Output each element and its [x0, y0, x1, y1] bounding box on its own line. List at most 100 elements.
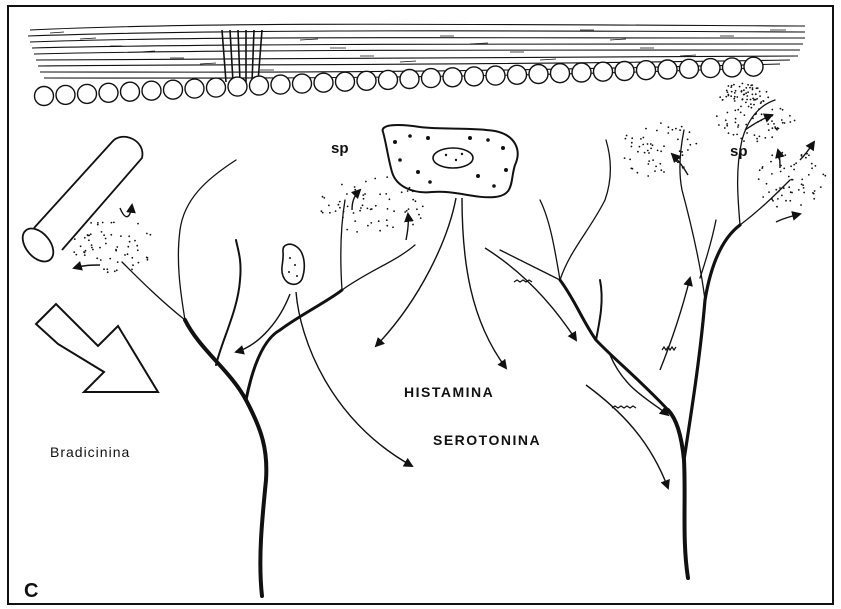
substance-dot [132, 264, 134, 266]
substance-dot [740, 112, 742, 114]
substance-dot [727, 91, 729, 93]
substance-dot [642, 144, 644, 146]
basal-cell [529, 65, 548, 84]
substance-dot [409, 187, 411, 189]
substance-dot [739, 86, 741, 88]
substance-dot [736, 96, 738, 98]
substance-dot [741, 99, 743, 101]
substance-dot [728, 132, 730, 134]
substance-dot [795, 162, 797, 164]
substance-dot [131, 257, 133, 259]
substance-dot [771, 136, 773, 138]
substance-dot [783, 168, 785, 170]
substance-dot [726, 125, 728, 127]
substance-dot [663, 171, 665, 173]
substance-dot [341, 184, 343, 186]
substance-dot [113, 222, 115, 224]
substance-dot [644, 152, 646, 154]
substance-dot [91, 244, 93, 246]
substance-dot [803, 187, 805, 189]
substance-dot [756, 87, 758, 89]
substance-dot [643, 137, 645, 139]
substance-dot [730, 86, 732, 88]
substance-dot [801, 179, 803, 181]
substance-dot [780, 171, 782, 173]
substance-dot [771, 109, 773, 111]
basal-cell [723, 58, 742, 77]
substance-dot [647, 150, 649, 152]
substance-dot [87, 234, 89, 236]
substance-dot [339, 201, 341, 203]
substance-dot [408, 208, 410, 210]
substance-dot [801, 154, 803, 156]
substance-dot [393, 210, 395, 212]
basal-cell [658, 60, 677, 79]
basal-cell [121, 82, 140, 101]
substance-dot [134, 240, 136, 242]
substance-dot [80, 245, 82, 247]
basal-cell [443, 68, 462, 87]
substance-dot [785, 200, 787, 202]
basal-cell [271, 75, 290, 94]
substance-dot [718, 124, 720, 126]
substance-dot [735, 90, 737, 92]
substance-dot [360, 207, 362, 209]
substance-dot [762, 196, 764, 198]
nerve-fiber-right [500, 100, 790, 578]
label-sp-left: sp [331, 140, 349, 157]
substance-dot [775, 189, 777, 191]
substance-dot [763, 100, 765, 102]
substance-dot [751, 107, 753, 109]
substance-dot [784, 122, 786, 124]
substance-dot [356, 231, 358, 233]
substance-dot [379, 193, 381, 195]
substance-dot [745, 92, 747, 94]
substance-dot [724, 127, 726, 129]
substance-dot [672, 129, 674, 131]
substance-dot [682, 154, 684, 156]
substance-dot [824, 175, 826, 177]
substance-dot [415, 200, 417, 202]
basal-cell [486, 66, 505, 85]
substance-dot [767, 96, 769, 98]
substance-dot [648, 160, 650, 162]
substance-dot [101, 231, 103, 233]
substance-dot [743, 94, 745, 96]
substance-dot [127, 246, 129, 248]
substance-dot [725, 119, 727, 121]
substance-dot [778, 128, 780, 130]
substance-dot [407, 190, 409, 192]
substance-dot [114, 270, 116, 272]
substance-dot [667, 132, 669, 134]
basal-cell [615, 62, 634, 81]
label-serotonina: SEROTONINA [433, 432, 541, 448]
substance-dot [752, 94, 754, 96]
substance-dot [747, 84, 749, 86]
substance-dot [406, 210, 408, 212]
substance-dot [689, 144, 691, 146]
substance-dot [624, 157, 626, 159]
substance-dot [338, 204, 340, 206]
substance-dot [800, 204, 802, 206]
substance-dot [362, 194, 364, 196]
substance-dot [652, 159, 654, 161]
substance-dot [322, 212, 324, 214]
substance-dot [389, 198, 391, 200]
substance-dot [647, 175, 649, 177]
substance-dot [746, 132, 748, 134]
substance-dot [103, 268, 105, 270]
basal-cell [250, 76, 269, 95]
substance-dot [420, 217, 422, 219]
substance-dot [359, 210, 361, 212]
substance-dot [386, 225, 388, 227]
substance-dot [637, 172, 639, 174]
substance-dot [660, 169, 662, 171]
substance-dot [110, 234, 112, 236]
basal-cell [379, 70, 398, 89]
substance-dot [727, 112, 729, 114]
substance-dot [734, 96, 736, 98]
substance-dot [793, 169, 795, 171]
basal-cell [56, 85, 75, 104]
substance-dot [781, 152, 783, 154]
substance-dot [648, 152, 650, 154]
